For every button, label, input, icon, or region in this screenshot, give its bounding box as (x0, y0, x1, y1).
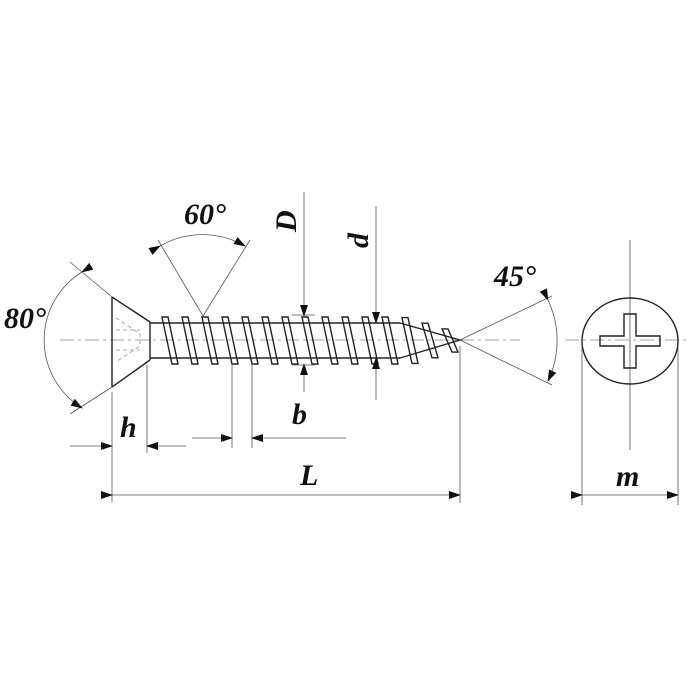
thread-crest (361, 316, 379, 365)
head-height-label: h (120, 411, 137, 444)
thread-crest (341, 316, 359, 365)
thread-crest (421, 322, 439, 359)
thread-crest (241, 316, 259, 365)
thread-pitch-label: b (292, 398, 307, 431)
tip-angle-dimension: 45° (459, 260, 558, 386)
threads (161, 316, 460, 365)
thread-crest (261, 316, 279, 365)
thread-angle-dimension: 60° (148, 198, 251, 317)
thread-crest (381, 316, 399, 365)
head-outline (581, 297, 679, 385)
thread-angle-label: 60° (184, 198, 226, 231)
thread-crest (181, 316, 199, 365)
thread-crest (161, 316, 179, 365)
thread-crest (301, 316, 319, 365)
head-diameter-label: m (616, 460, 639, 493)
recess-hidden-lines (115, 317, 141, 363)
thread-crest (201, 316, 219, 365)
thread-crest (321, 316, 339, 365)
thread-crest (401, 316, 419, 365)
thread-crest (440, 328, 460, 353)
length-dimension: L (101, 346, 461, 503)
head-angle-label: 80° (4, 302, 46, 335)
thread-crest (221, 316, 239, 365)
major-diameter-dimension: D (270, 192, 315, 392)
screw-head (111, 296, 151, 388)
screw-head-top-view: m (565, 240, 690, 505)
major-diameter-label: D (270, 210, 303, 233)
minor-diameter-dimension: d (342, 206, 380, 400)
head-angle-dimension: 80° (4, 261, 113, 415)
length-label: L (299, 459, 318, 492)
tip-angle-label: 45° (493, 260, 536, 293)
thread-pitch-dimension: b (192, 365, 346, 448)
screw-side-view (60, 296, 520, 388)
head-height-dimension: h (70, 365, 186, 502)
minor-diameter-label: d (342, 232, 375, 248)
phillips-cross-icon (599, 313, 661, 369)
thread-crest (281, 316, 299, 365)
